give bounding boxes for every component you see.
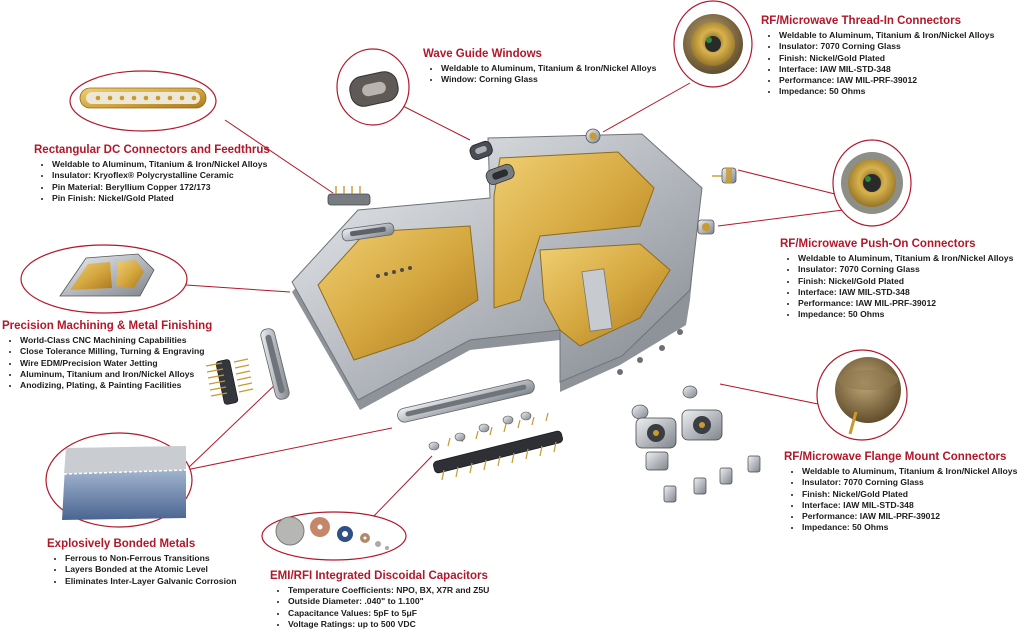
callout-line-precision xyxy=(185,284,291,293)
callout-push-on xyxy=(832,139,912,227)
feature-item: Weldable to Aluminum, Titanium & Iron/Ni… xyxy=(441,63,656,74)
feature-list: Weldable to Aluminum, Titanium & Iron/Ni… xyxy=(784,466,1017,534)
callout-line-waveguide xyxy=(396,102,471,141)
feature-item: Performance: IAW MIL-PRF-39012 xyxy=(802,511,1017,522)
callout-precision xyxy=(20,244,188,314)
feature-list: Weldable to Aluminum, Titanium & Iron/Ni… xyxy=(761,30,994,98)
waveguide-window-parts xyxy=(469,140,515,186)
feature-item: Insulator: 7070 Corning Glass xyxy=(779,41,994,52)
feature-item: Interface: IAW MIL-STD-348 xyxy=(798,287,1013,298)
section-title: Rectangular DC Connectors and Feedthrus xyxy=(34,144,270,156)
feature-list: Weldable to Aluminum, Titanium & Iron/Ni… xyxy=(34,159,270,204)
callout-line-bonded-2 xyxy=(185,427,393,471)
callout-lines xyxy=(185,82,844,519)
callout-line-bonded xyxy=(185,379,281,471)
feature-item: Outside Diameter: .040" to 1.100" xyxy=(288,596,489,607)
feature-item: Interface: IAW MIL-STD-348 xyxy=(802,500,1017,511)
section-title: Explosively Bonded Metals xyxy=(47,538,196,550)
section-title: RF/Microwave Thread-In Connectors xyxy=(761,15,962,27)
pin-strip-parts xyxy=(205,328,290,405)
feature-list: Temperature Coefficients: NPO, BX, X7R a… xyxy=(270,585,489,630)
feature-item: Weldable to Aluminum, Titanium & Iron/Ni… xyxy=(802,466,1017,477)
section-title: Wave Guide Windows xyxy=(423,48,542,60)
feature-list: World-Class CNC Machining Capabilities C… xyxy=(2,335,212,391)
feature-item: Insulator: 7070 Corning Glass xyxy=(798,264,1013,275)
callout-line-rect-dc xyxy=(224,119,334,194)
feature-item: Impedance: 50 Ohms xyxy=(798,309,1013,320)
section-title: EMI/RFI Integrated Discoidal Capacitors xyxy=(270,570,488,582)
section-flange: RF/Microwave Flange Mount Connectors Wel… xyxy=(784,451,1017,534)
section-title: Precision Machining & Metal Finishing xyxy=(2,320,213,332)
feature-item: Interface: IAW MIL-STD-348 xyxy=(779,64,994,75)
feature-item: Temperature Coefficients: NPO, BX, X7R a… xyxy=(288,585,489,596)
section-rect-dc: Rectangular DC Connectors and Feedthrus … xyxy=(34,144,270,204)
feature-list: Weldable to Aluminum, Titanium & Iron/Ni… xyxy=(780,253,1013,321)
callout-flange xyxy=(816,349,908,441)
small-rf-connectors xyxy=(585,128,737,235)
section-wave-guide: Wave Guide Windows Weldable to Aluminum,… xyxy=(423,48,656,86)
section-title: RF/Microwave Flange Mount Connectors xyxy=(784,451,1007,463)
feature-list: Weldable to Aluminum, Titanium & Iron/Ni… xyxy=(423,63,656,86)
feature-item: Impedance: 50 Ohms xyxy=(802,522,1017,533)
feature-item: Window: Corning Glass xyxy=(441,74,656,85)
feature-item: Weldable to Aluminum, Titanium & Iron/Ni… xyxy=(798,253,1013,264)
dc-connector-parts xyxy=(327,186,395,242)
feature-item: Insulator: Kryoflex® Polycrystalline Cer… xyxy=(52,170,270,181)
flange-mount-parts xyxy=(631,385,761,503)
feature-item: Finish: Nickel/Gold Plated xyxy=(802,489,1017,500)
feature-item: Finish: Nickel/Gold Plated xyxy=(798,276,1013,287)
feature-item: Insulator: 7070 Corning Glass xyxy=(802,477,1017,488)
callout-thread-in xyxy=(673,0,753,88)
feature-item: Voltage Ratings: up to 500 VDC xyxy=(288,619,489,630)
callout-bonded xyxy=(45,432,193,528)
feature-item: Weldable to Aluminum, Titanium & Iron/Ni… xyxy=(779,30,994,41)
feature-item: Finish: Nickel/Gold Plated xyxy=(779,53,994,64)
callout-line-flange xyxy=(719,383,819,405)
feature-item: World-Class CNC Machining Capabilities xyxy=(20,335,212,346)
feature-item: Performance: IAW MIL-PRF-39012 xyxy=(779,75,994,86)
section-precision: Precision Machining & Metal Finishing Wo… xyxy=(2,320,212,391)
callout-emi xyxy=(261,511,407,561)
feedthru-bars xyxy=(397,379,563,481)
section-thread-in: RF/Microwave Thread-In Connectors Weldab… xyxy=(761,15,994,98)
feature-item: Capacitance Values: 5pF to 5μF xyxy=(288,608,489,619)
feature-item: Layers Bonded at the Atomic Level xyxy=(65,564,236,575)
feature-item: Aluminum, Titanium and Iron/Nickel Alloy… xyxy=(20,369,212,380)
callout-line-push-on xyxy=(737,169,844,197)
feature-item: Anodizing, Plating, & Painting Facilitie… xyxy=(20,380,212,391)
feature-item: Close Tolerance Milling, Turning & Engra… xyxy=(20,346,212,357)
feature-item: Impedance: 50 Ohms xyxy=(779,86,994,97)
feature-item: Pin Finish: Nickel/Gold Plated xyxy=(52,193,270,204)
feature-list: Ferrous to Non-Ferrous Transitions Layer… xyxy=(47,553,236,587)
feature-item: Ferrous to Non-Ferrous Transitions xyxy=(65,553,236,564)
callout-line-thread-in xyxy=(602,82,691,133)
feature-item: Wire EDM/Precision Water Jetting xyxy=(20,358,212,369)
machined-housing xyxy=(291,133,703,410)
section-bonded: Explosively Bonded Metals Ferrous to Non… xyxy=(47,538,236,587)
callout-rect-dc xyxy=(69,70,217,132)
feature-item: Weldable to Aluminum, Titanium & Iron/Ni… xyxy=(52,159,270,170)
callout-waveguide xyxy=(336,48,410,126)
section-emi: EMI/RFI Integrated Discoidal Capacitors … xyxy=(270,570,489,630)
section-push-on: RF/Microwave Push-On Connectors Weldable… xyxy=(780,238,1013,321)
feature-item: Pin Material: Beryllium Copper 172/173 xyxy=(52,182,270,193)
feature-item: Performance: IAW MIL-PRF-39012 xyxy=(798,298,1013,309)
feature-item: Eliminates Inter-Layer Galvanic Corrosio… xyxy=(65,576,236,587)
callout-line-emi xyxy=(371,455,433,519)
callout-line-push-on-2 xyxy=(717,209,844,227)
section-title: RF/Microwave Push-On Connectors xyxy=(780,238,976,250)
